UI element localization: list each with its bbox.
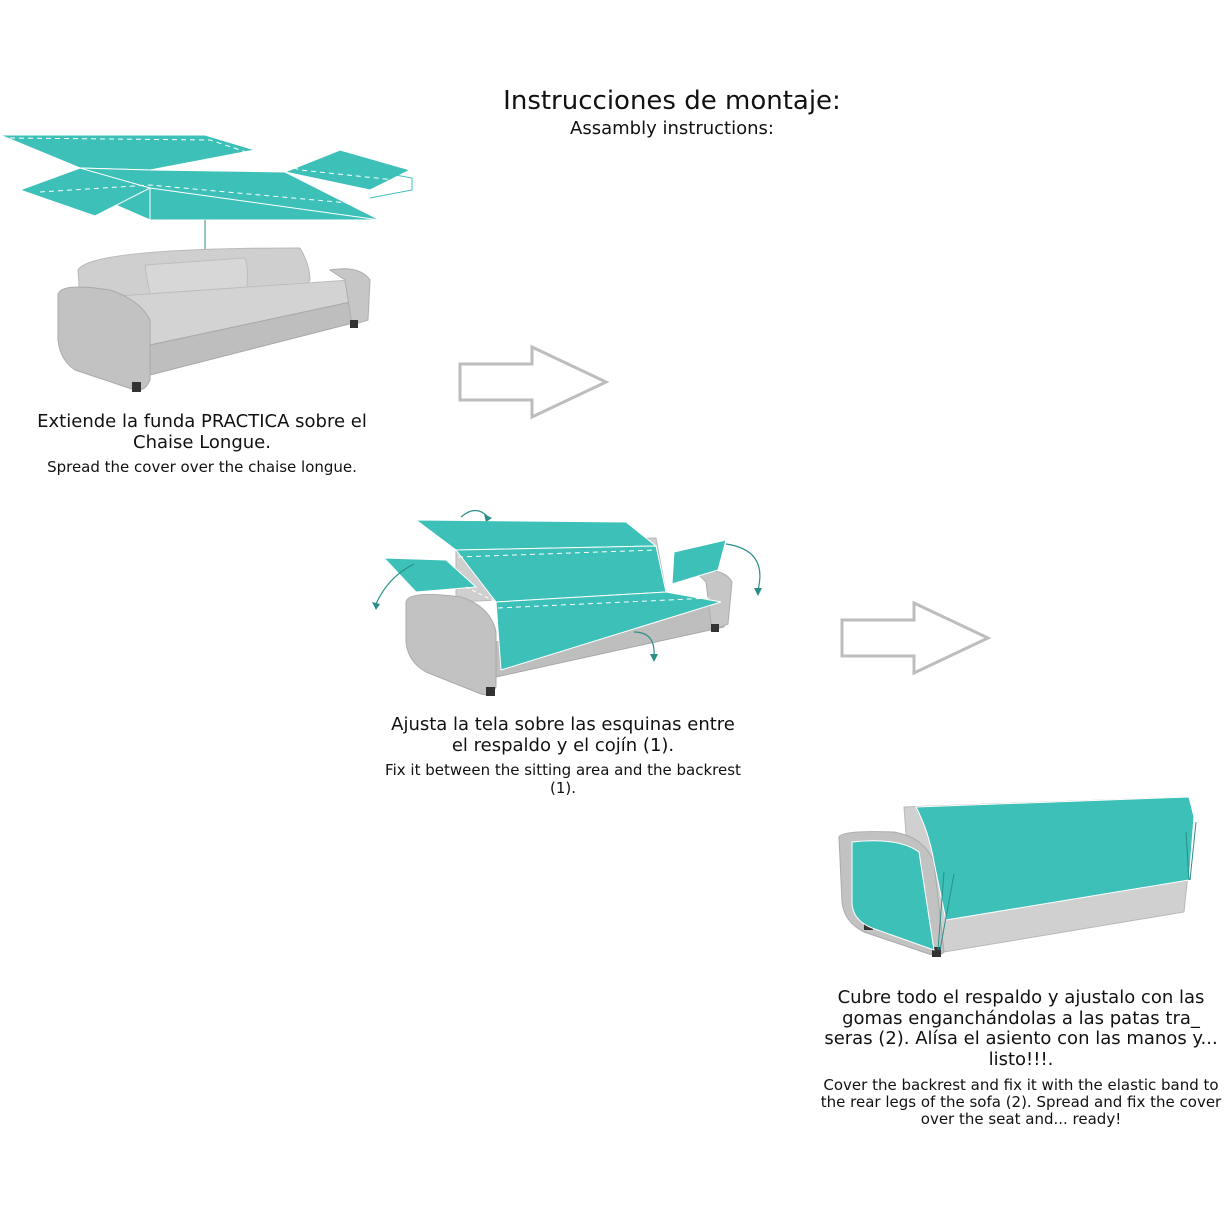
step3-elastic-bands: [937, 821, 1197, 951]
step1-caption: Extiende la funda PRACTICA sobre el Chai…: [10, 411, 394, 477]
step1-text-en: Spread the cover over the chaise longue.: [47, 458, 357, 477]
step2-text-en: Fix it between the sitting area and the …: [385, 761, 741, 797]
step3-caption: Cubre todo el respaldo y ajustalo con la…: [818, 987, 1224, 1129]
page-subtitle: Assambly instructions:: [570, 118, 774, 139]
page-title: Instrucciones de montaje:: [503, 86, 841, 116]
step2-cover: [382, 519, 727, 671]
next-arrow-icon: [838, 600, 994, 676]
step2-text-es: Ajusta la tela sobre las esquinas entre …: [391, 714, 735, 756]
next-arrow-icon: [456, 344, 612, 420]
step2-caption: Ajusta la tela sobre las esquinas entre …: [384, 714, 742, 797]
step1-cover: [0, 134, 412, 221]
step1-sofa: [57, 247, 371, 392]
step1-text-es: Extiende la funda PRACTICA sobre el Chai…: [37, 411, 367, 453]
step3-illustration: [834, 792, 1204, 964]
step3-text-en: Cover the backrest and fix it with the e…: [820, 1075, 1222, 1129]
step1-illustration: [0, 130, 420, 400]
step3-cover: [851, 796, 1195, 951]
step3-text-es: Cubre todo el respaldo y ajustalo con la…: [824, 987, 1218, 1071]
step2-illustration: [366, 502, 776, 702]
